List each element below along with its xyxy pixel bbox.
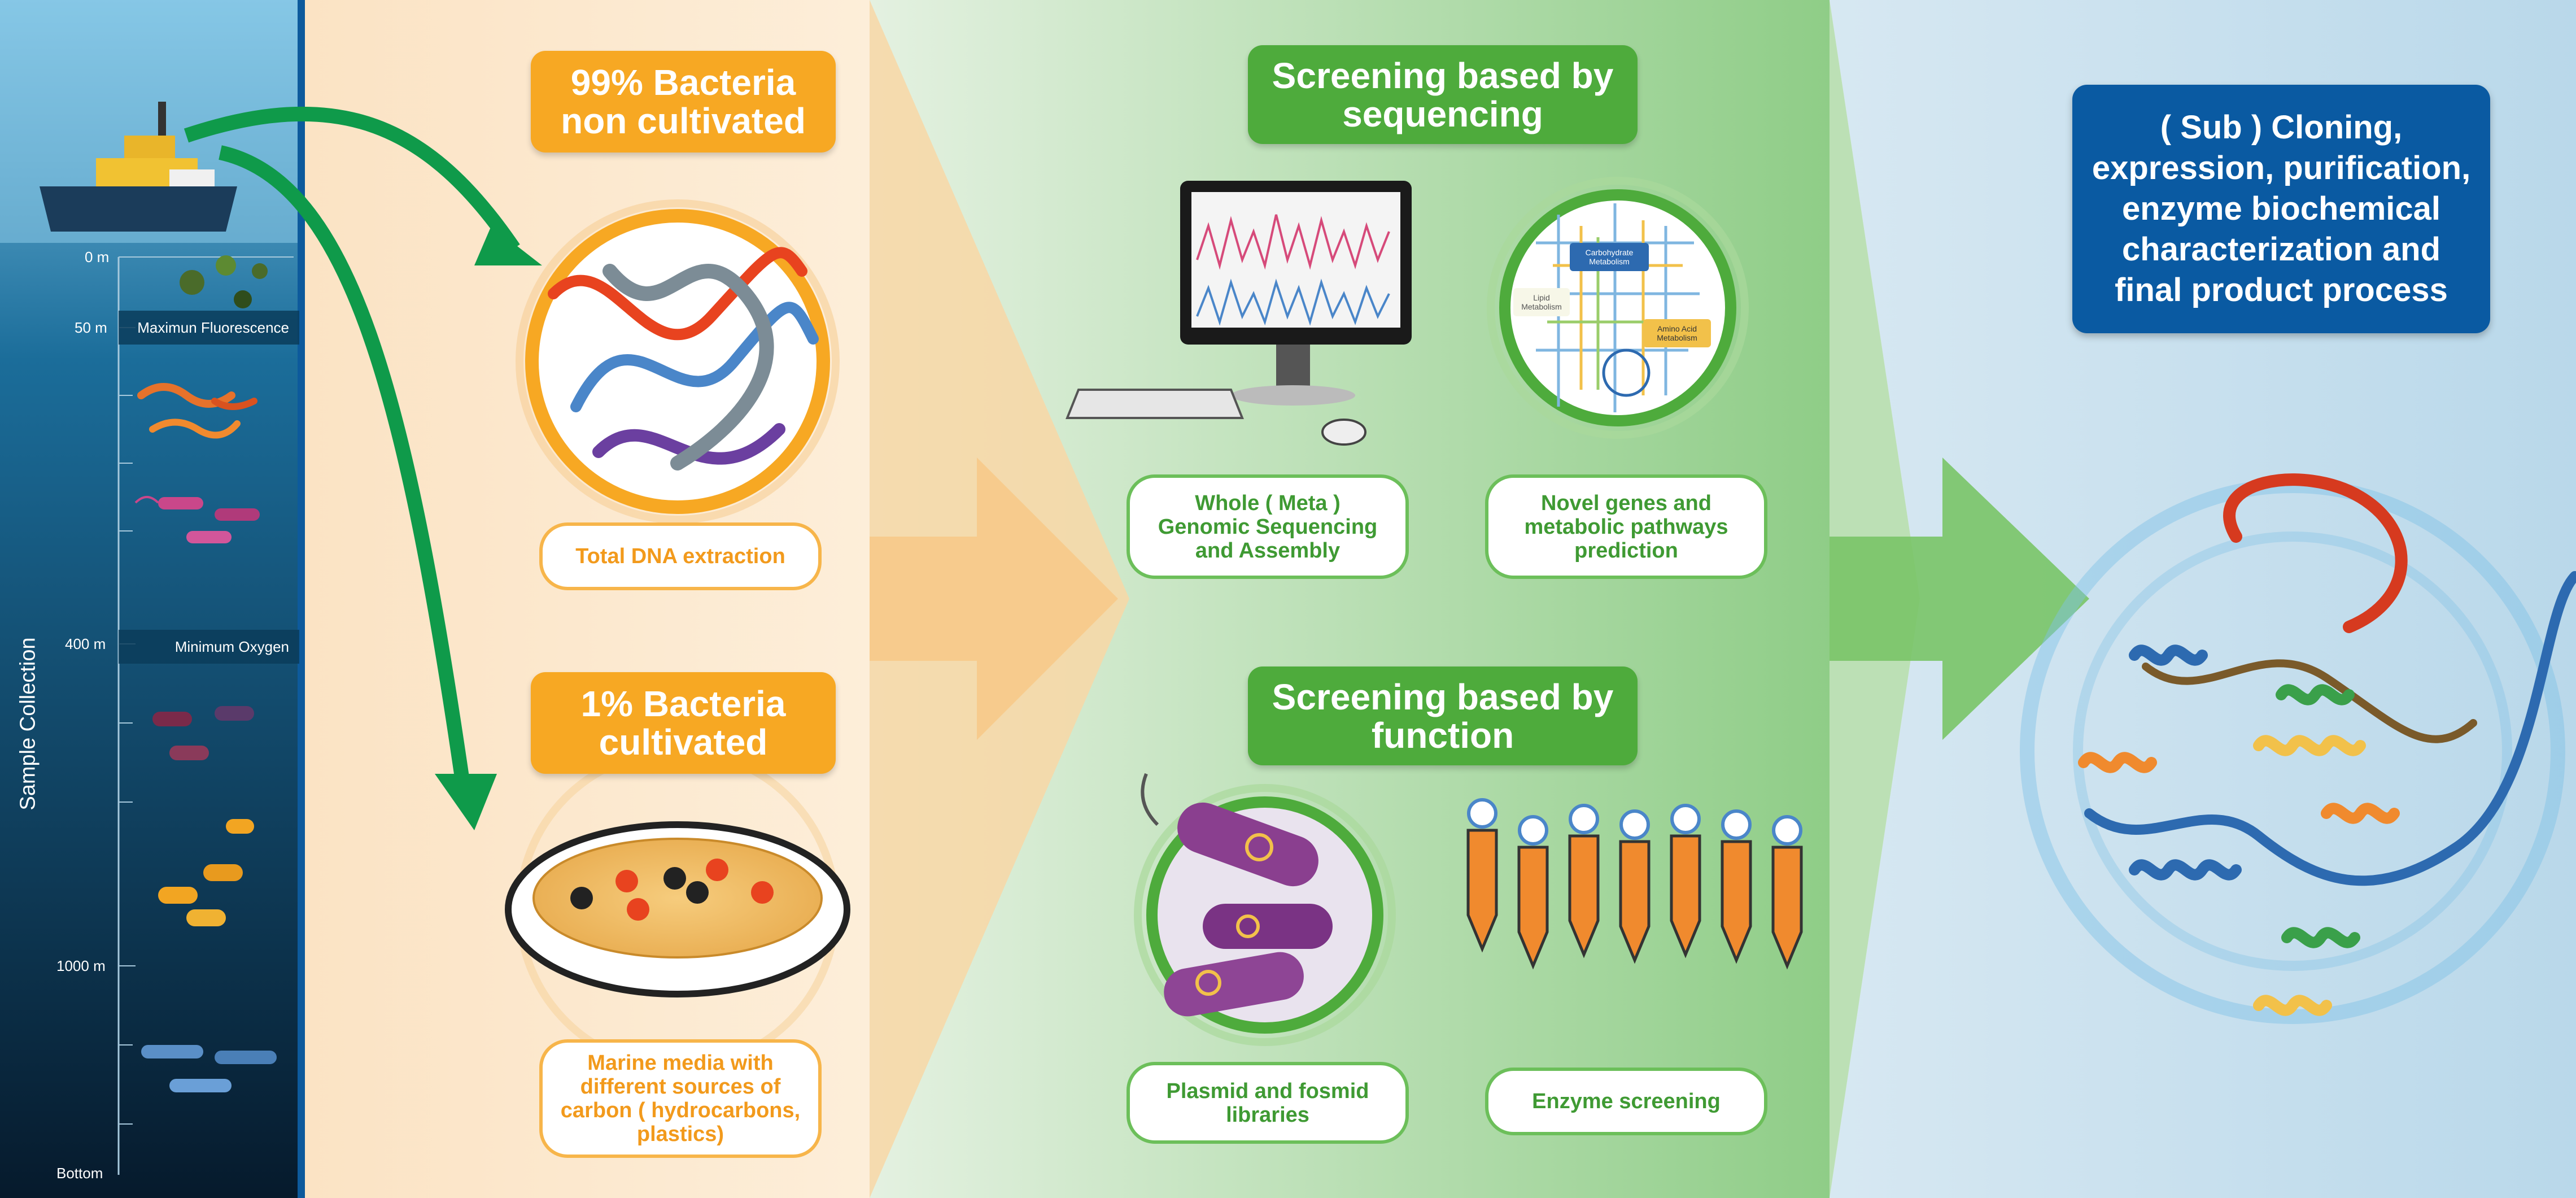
- blue-bacteria-icon: [141, 1045, 277, 1092]
- heading-cloning-expression: ( Sub ) Cloning, expression, purificatio…: [2072, 85, 2490, 333]
- arrow-green-to-blue: [1830, 458, 2089, 740]
- zone-label-fluorescence: Maximun Fluorescence: [119, 311, 299, 345]
- pathway-label-lipid: Lipid Metabolism: [1513, 288, 1570, 316]
- pill-novel-genes: Novel genes and metabolic pathways predi…: [1485, 474, 1767, 579]
- test-tubes-icon: [1466, 798, 1803, 970]
- protein-structure-icon: [2020, 473, 2576, 1024]
- pathway-label-carbohydrate: Carbohydrate Metabolism: [1570, 243, 1649, 271]
- heading-screening-function: Screening based by function: [1248, 666, 1638, 765]
- zone-label-oxygen: Minimum Oxygen: [119, 630, 299, 664]
- depth-label-50: 50 m: [75, 319, 107, 336]
- pill-marine-media: Marine media with different sources of c…: [539, 1039, 822, 1158]
- yellow-bacteria-icon: [158, 819, 254, 926]
- depth-label-0: 0 m: [85, 249, 110, 265]
- orange-panel: [305, 0, 870, 1198]
- plankton-icon: [180, 255, 268, 308]
- depth-label-bottom: Bottom: [56, 1165, 103, 1182]
- plasmid-bacteria-icon: [1141, 773, 1333, 1017]
- depth-label-1000: 1000 m: [56, 957, 106, 974]
- dna-helix-icon: [548, 247, 819, 471]
- ship-icon: [40, 102, 237, 232]
- sample-collection-title: Sample Collection: [16, 637, 40, 811]
- depth-label-400: 400 m: [65, 635, 106, 652]
- pathway-map-circle: [1499, 189, 1736, 426]
- pathway-label-amino-acid: Amino Acid Metabolism: [1643, 319, 1711, 347]
- arrow-to-non-cultivated: [184, 106, 520, 253]
- pill-genomic-sequencing: Whole ( Meta ) Genomic Sequencing and As…: [1127, 474, 1409, 579]
- heading-non-cultivated: 99% Bacteria non cultivated: [531, 51, 836, 153]
- heading-screening-sequencing: Screening based by sequencing: [1248, 45, 1638, 144]
- pill-total-dna-extraction: Total DNA extraction: [539, 522, 822, 590]
- arrow-to-cultivated: [219, 145, 470, 786]
- pink-bacteria-icon: [134, 496, 260, 543]
- pill-plasmid-libraries: Plasmid and fosmid libraries: [1127, 1062, 1409, 1144]
- pill-enzyme-screening: Enzyme screening: [1485, 1068, 1767, 1135]
- heading-cultivated: 1% Bacteria cultivated: [531, 672, 836, 774]
- capsule-bacteria-icon: [152, 706, 254, 760]
- computer-icon: [1066, 181, 1412, 446]
- orange-bacteria-icon: [137, 383, 257, 439]
